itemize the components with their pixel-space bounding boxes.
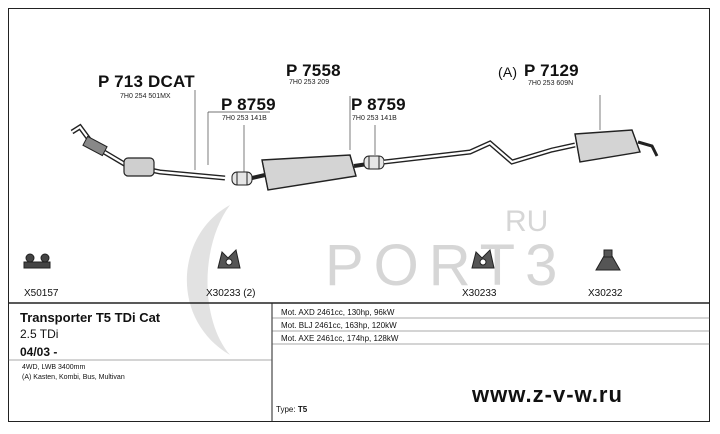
vehicle-date: 04/03 - (20, 345, 58, 359)
part-rear-prefix: (A) (498, 64, 518, 80)
x30233-left-icon (217, 249, 241, 269)
accessory-x30232-label: X30232 (588, 288, 623, 299)
part-clamp-right-number: P 8759 (351, 95, 406, 114)
vehicle-variants: (A) Kasten, Kombi, Bus, Multivan (22, 374, 125, 381)
leader-lines (194, 90, 601, 172)
accessory-x30233-label: X30233 (462, 288, 497, 299)
part-clamp-right-code: 7H0 253 141B (352, 115, 397, 122)
x30233-right-icon (471, 249, 495, 269)
motor-axe: Mot. AXE 2461cc, 174hp, 128kW (281, 334, 399, 343)
accessory-x30233-2-label: X30233 (2) (206, 288, 256, 299)
watermark-brand: PORT3 (325, 233, 568, 298)
part-middle-code: 7H0 253 209 (289, 79, 330, 86)
x30232-icon (595, 249, 621, 271)
clamp-left-icon (231, 171, 253, 186)
watermark-suffix: RU (505, 205, 549, 238)
x50157-icon (23, 253, 51, 269)
vehicle-engine: 2.5 TDi (20, 327, 59, 341)
middle-silencer-icon (251, 154, 369, 191)
part-front-code: 7H0 254 501MX (120, 93, 171, 100)
watermark-logo-icon (186, 205, 230, 355)
part-middle-number: P 7558 (286, 61, 341, 80)
type-label: Type: (276, 405, 296, 414)
front-pipe-icon (70, 123, 226, 181)
motor-blj: Mot. BLJ 2461cc, 163hp, 120kW (281, 321, 397, 330)
part-front-number: P 713 DCAT (98, 72, 195, 91)
diagram-frame (8, 8, 710, 422)
part-clamp-left-code: 7H0 253 141B (222, 115, 267, 122)
type-line: Type: T5 (276, 405, 307, 414)
rear-silencer-icon (383, 129, 659, 165)
clamp-right-icon (363, 155, 385, 170)
type-value: T5 (297, 405, 308, 414)
part-clamp-left-number: P 8759 (221, 95, 276, 114)
part-rear-number: P 7129 (524, 61, 579, 80)
part-rear-code: 7H0 253 609N (528, 80, 574, 87)
vehicle-title: Transporter T5 TDi Cat (20, 310, 161, 325)
accessory-x50157-label: X50157 (24, 288, 59, 299)
motor-axd: Mot. AXD 2461cc, 130hp, 96kW (281, 308, 395, 317)
vehicle-drive: 4WD, LWB 3400mm (22, 364, 86, 371)
website-link[interactable]: www.z-v-w.ru (472, 382, 623, 407)
